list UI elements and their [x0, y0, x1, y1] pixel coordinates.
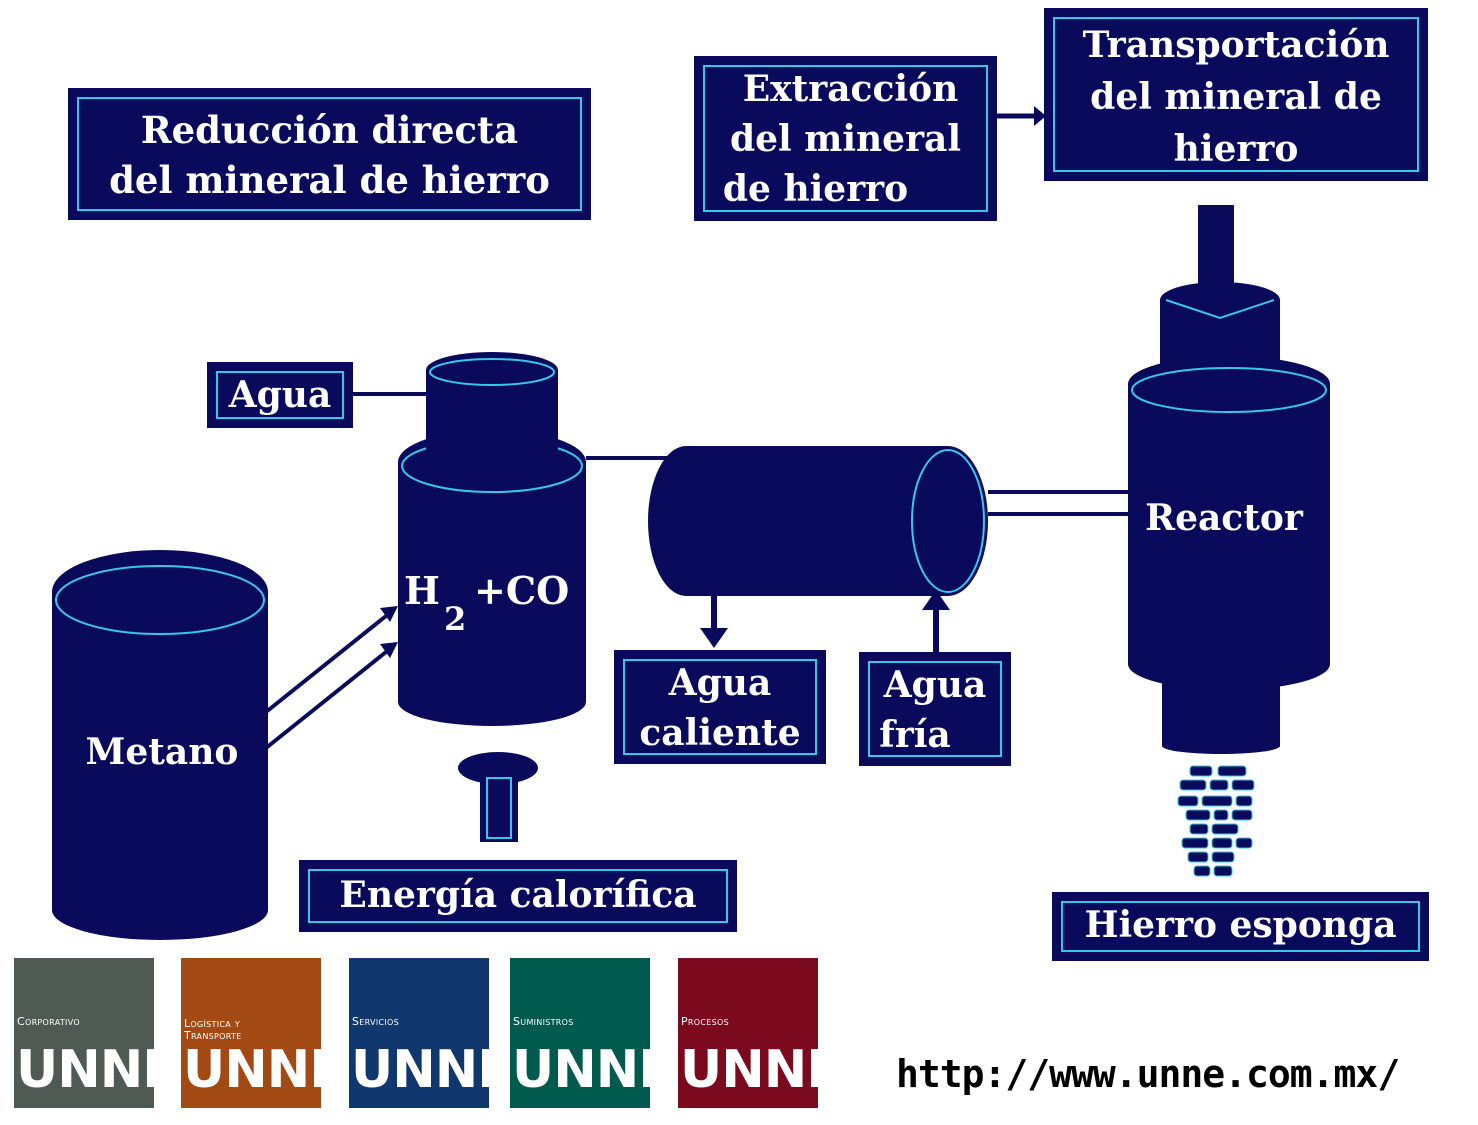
reformer-vessel — [398, 352, 586, 726]
logo-suministros[interactable]: Suministros UNNE — [510, 958, 674, 1108]
extraction-line-3: de hierro — [722, 168, 909, 210]
logo-subtitle: Procesos — [681, 1015, 729, 1028]
hot-water-line-1: Agua — [668, 662, 772, 704]
transport-line-3: hierro — [1173, 128, 1299, 170]
cold-water-in-arrow — [922, 590, 950, 652]
sponge-iron-label: Hierro esponga — [1084, 904, 1397, 946]
title-line-1: Reducción directa — [140, 108, 519, 152]
title-box: Reducción directa del mineral de hierro — [68, 88, 591, 220]
burner — [458, 752, 538, 842]
logo-brand: UNNE — [680, 1040, 842, 1100]
logo-procesos[interactable]: Procesos UNNE — [678, 958, 842, 1108]
extraction-line-1: Extracción — [742, 68, 959, 110]
logo-brand: UNNE — [183, 1040, 345, 1100]
logo-brand: UNNE — [16, 1040, 178, 1100]
logo-servicios[interactable]: Servicios UNNE — [349, 958, 513, 1108]
cold-water-line-2: fría — [879, 714, 951, 756]
logo-subtitle: Suministros — [513, 1015, 574, 1028]
water-box: Agua — [207, 362, 353, 428]
hot-water-box: Agua caliente — [614, 650, 826, 764]
hot-water-line-2: caliente — [639, 712, 801, 754]
sponge-iron-pellets — [1177, 765, 1255, 877]
reactor-label: Reactor — [1145, 497, 1304, 539]
cold-water-box: Agua fría — [859, 652, 1011, 766]
methane-tank — [52, 550, 268, 940]
logo-logistica[interactable]: Logística y Transporte UNNE — [181, 958, 345, 1108]
transport-line-1: Transportación — [1082, 24, 1390, 66]
logo-subtitle: Corporativo — [17, 1015, 80, 1028]
heat-box: Energía calorífica — [299, 860, 737, 932]
gas-formula-subscript: 2 — [444, 600, 466, 638]
transport-box: Transportación del mineral de hierro — [1044, 8, 1428, 181]
methane-label: Metano — [86, 731, 239, 773]
heat-label: Energía calorífica — [339, 874, 697, 916]
logo-corporativo[interactable]: Corporativo UNNE — [14, 958, 178, 1108]
title-line-2: del mineral de hierro — [109, 158, 550, 202]
cooler-to-reactor-pipe — [988, 490, 1130, 516]
website-url[interactable]: http://www.unne.com.mx/ — [896, 1052, 1400, 1096]
logo-brand: UNNE — [351, 1040, 513, 1100]
cold-water-line-1: Agua — [883, 664, 987, 706]
transport-line-2: del mineral de — [1090, 76, 1382, 118]
hot-water-out-arrow — [700, 592, 728, 648]
extraction-to-transport-arrow — [997, 106, 1046, 126]
sponge-iron-box: Hierro esponga — [1052, 892, 1429, 961]
water-label: Agua — [228, 374, 332, 416]
cooler-cylinder — [648, 446, 988, 596]
gas-formula-h: H — [404, 568, 440, 613]
gas-formula-rest: +CO — [474, 568, 569, 613]
logo-subtitle: Servicios — [352, 1015, 400, 1028]
reactor-vessel — [1128, 205, 1330, 754]
logo-subtitle: Logística y Transporte — [184, 1017, 242, 1042]
extraction-box: Extracción del mineral de hierro — [694, 56, 997, 221]
methane-feed-arrows — [264, 606, 398, 750]
extraction-line-2: del mineral — [729, 118, 962, 160]
logo-brand: UNNE — [512, 1040, 674, 1100]
